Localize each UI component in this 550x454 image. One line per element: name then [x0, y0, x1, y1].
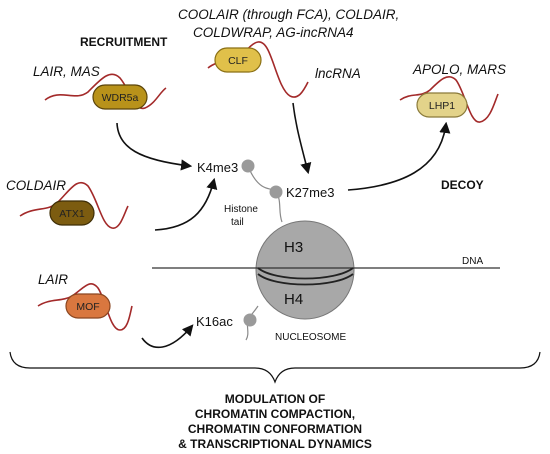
lncrna-label: lncRNA — [315, 66, 361, 81]
dna-wrap-1 — [257, 267, 354, 280]
wdr5a-protein — [92, 84, 148, 110]
h3-label: H3 — [284, 239, 303, 256]
footer-line4: & TRANSCRIPTIONAL DYNAMICS — [178, 437, 372, 451]
k27me3-site — [269, 185, 283, 199]
k27me3-label: K27me3 — [286, 185, 334, 200]
k16ac-site — [243, 313, 257, 327]
wdr5a-label: WDR5a — [102, 92, 139, 104]
dna-label: DNA — [462, 256, 483, 267]
apolo-mars-label: APOLO, MARS — [412, 62, 506, 77]
k16ac-label: K16ac — [196, 314, 233, 329]
clf-label: CLF — [228, 55, 248, 67]
arrow-k27me3-to-lhp1 — [347, 121, 451, 191]
coolair-label-line1: COOLAIR (through FCA), COLDAIR, — [178, 7, 399, 22]
lair-mas-label: LAIR, MAS — [33, 64, 100, 79]
lhp1-label: LHP1 — [429, 100, 455, 112]
arrow-clf-to-k27me3 — [292, 102, 312, 175]
atx1-protein — [49, 200, 95, 226]
rna-strand-wdr5a — [44, 73, 167, 110]
histone-tail-upper — [247, 165, 283, 223]
footer-line1: MODULATION OF — [225, 392, 325, 406]
decoy-header: DECOY — [441, 178, 484, 192]
dna-wrap-2 — [257, 273, 354, 286]
lair-label: LAIR — [38, 272, 68, 287]
summary-brace — [9, 351, 541, 384]
arrow-mof-to-k16ac — [141, 324, 194, 349]
mof-protein — [65, 293, 111, 319]
histone-tail-label-line1: Histone — [224, 204, 258, 215]
histone-tail-label-line2: tail — [231, 217, 244, 228]
recruitment-header: RECRUITMENT — [80, 35, 168, 49]
clf-protein — [214, 47, 262, 73]
nucleosome-core — [255, 220, 355, 320]
coldair-label: COLDAIR — [6, 178, 66, 193]
arrow-wdr5a-to-k4me3 — [116, 122, 193, 171]
rna-strand-atx1 — [19, 181, 129, 229]
footer-line2: CHROMATIN COMPACTION, — [195, 407, 355, 421]
arrow-atx1-to-k4me3 — [154, 177, 218, 231]
rna-strand-mof — [37, 283, 133, 331]
k4me3-site — [241, 159, 255, 173]
coolair-label-line2: COLDWRAP, AG-incRNA4 — [193, 25, 354, 40]
rna-strand-lhp1 — [399, 75, 499, 123]
atx1-label: ATX1 — [59, 208, 85, 220]
nucleosome-label: NUCLEOSOME — [275, 332, 346, 343]
k4me3-label: K4me3 — [197, 160, 238, 175]
footer-line3: CHROMATIN CONFORMATION — [188, 422, 362, 436]
lhp1-protein — [416, 92, 468, 118]
mof-label: MOF — [76, 301, 99, 313]
h4-label: H4 — [284, 291, 303, 308]
